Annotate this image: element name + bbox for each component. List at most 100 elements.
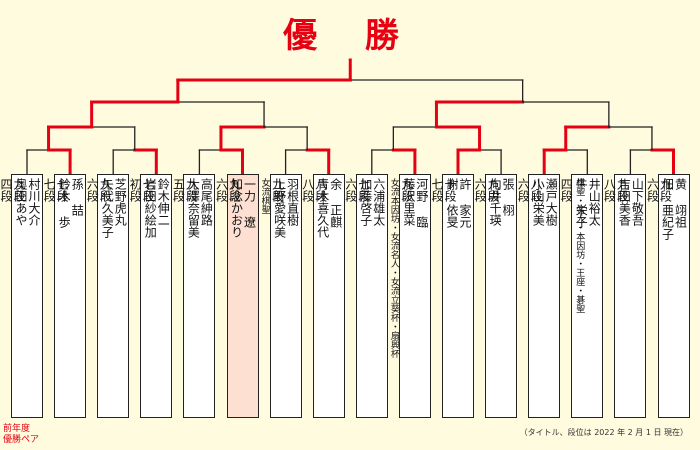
player-title: 女流本因坊・女流名人・女流立葵杯・扇興杯 [388,178,399,358]
player-name: 小山栄美 [531,178,546,226]
player-rank: 九段 [486,178,501,202]
player-rank: 十段 [443,178,457,202]
player-name: 山下敬吾 [630,178,645,226]
previous-winner-label: 前年度 優勝ペア [3,424,63,446]
player-left: 藤沢里菜女流本因坊・女流名人・女流立葵杯・扇興杯 [389,178,416,416]
player-right: 張 栩九段 [486,178,516,358]
player-rank: 六段 [343,178,358,202]
pair-box-12: 張 栩九段向井千瑛六段 [473,174,518,418]
player-name: 藤沢里菜 [401,178,416,226]
player-right: 瀬戸大樹八段 [529,178,559,358]
player-left: 小山栄美六段 [516,178,546,358]
pair-box-8: 余 正麒八段青木喜久代八段 [301,174,345,418]
player-rank: 四段 [559,178,574,202]
player-name: 高尾紳路 [199,178,214,226]
player-rank: 九段 [184,178,199,202]
player-name: 上野愛咲美 [272,178,287,238]
player-name: 加藤啓子 [358,178,373,226]
player-name: 六浦雄太 [371,178,386,226]
player-rank: 六段 [473,178,488,202]
player-right: 許 家元十段 [443,178,472,358]
player-left: 向井千瑛六段 [473,178,503,358]
player-left: 奥田あや四段 [0,178,28,358]
player-name: 孫 喆 [70,178,85,216]
player-name: 青木喜久代 [315,178,330,238]
player-name: 牛 栄子 [574,178,589,228]
player-rank: 八段 [602,178,617,202]
previous-winner-label-line2: 優勝ペア [3,435,40,445]
player-rank: 九段 [658,178,673,202]
player-rank: 九段 [227,178,242,202]
player-left: 牛 栄子四段 [559,178,589,358]
player-left: 青木喜久代八段 [301,178,330,358]
player-rank: 七段 [141,178,156,202]
player-rank: 七段 [430,178,444,202]
player-right: 村川大介九段 [12,178,41,358]
player-rank: 初段 [128,178,143,202]
player-rank: 六段 [85,178,100,202]
player-left: 鈴木 歩七段 [42,178,72,358]
player-right: 高尾紳路九段 [184,178,214,358]
pair-box-5: 高尾紳路九段大澤奈留美五段 [171,174,216,418]
previous-winner-label-line1: 前年度 [3,424,31,434]
player-right: 河野 臨九段 [400,178,429,358]
player-right: 鈴木伸二七段 [141,178,171,358]
pair-box-2: 孫 喆七段鈴木 歩七段 [42,174,87,418]
player-title: 棋聖・名人・本因坊・王座・碁聖 [574,178,585,313]
player-left: 上野愛咲美女流棋聖 [260,178,287,416]
player-rank: 八段 [529,178,544,202]
player-left: 謝 依旻七段 [430,178,459,358]
player-name: 向井千瑛 [488,178,503,226]
player-rank: 九段 [399,178,414,202]
player-name: 井山裕太 [587,178,602,226]
player-right: 井山裕太棋聖・名人・本因坊・王座・碁聖 [574,178,602,416]
player-rank: 八段 [313,178,328,202]
player-right: 一力 遼九段 [228,178,257,358]
player-name: 謝 依旻 [445,178,459,228]
pair-box-4: 鈴木伸二七段岩田紗絵加初段 [128,174,173,418]
player-name: 河野 臨 [414,178,429,228]
pair-box-16: 黄 翊祖九段佃 亜紀子六段 [646,174,690,418]
player-rank: 九段 [12,178,26,202]
player-rank: 七段 [55,178,70,202]
pair-box-6: 一力 遼九段知念かおり六段 [215,174,259,418]
pair-box-10: 河野 臨九段藤沢里菜女流本因坊・女流名人・女流立葵杯・扇興杯 [389,174,431,418]
player-name: 大澤奈留美 [186,178,201,238]
player-name: 黄 翊祖 [673,178,688,228]
player-title: 女流棋聖 [259,178,270,214]
player-rank: 六段 [645,178,660,202]
player-left: 佃 亜紀子六段 [646,178,675,358]
player-name: 吉田美香 [617,178,632,226]
player-name: 余 正麒 [328,178,343,228]
player-rank: 七段 [356,178,371,202]
player-left: 大澤奈留美五段 [171,178,201,358]
player-left: 矢代久美子六段 [85,178,114,358]
player-rank: 四段 [0,178,13,202]
player-name: 岩田紗絵加 [143,178,158,238]
player-right: 黄 翊祖九段 [659,178,688,358]
player-name: 張 栩 [501,178,516,216]
footnote: （タイトル、段位は 2022 年 2 月 1 日 現在） [519,428,688,437]
player-rank: 九段 [98,178,113,202]
player-name: 鈴木伸二 [156,178,171,226]
pair-box-1: 村川大介九段奥田あや四段 [0,174,43,418]
player-name: 許 家元 [458,178,472,228]
pair-box-14: 井山裕太棋聖・名人・本因坊・王座・碁聖牛 栄子四段 [559,174,604,418]
player-left: 岩田紗絵加初段 [128,178,158,358]
player-name: 瀬戸大樹 [544,178,559,226]
player-rank: 八段 [300,178,315,202]
pair-box-13: 瀬戸大樹八段小山栄美六段 [516,174,561,418]
pair-box-3: 芝野虎丸九段矢代久美子六段 [85,174,130,418]
player-rank: 六段 [516,178,531,202]
pair-box-15: 山下敬吾九段吉田美香八段 [602,174,647,418]
page-title: 優 勝 [283,16,417,56]
player-name: 鈴木 歩 [57,178,72,228]
player-name: 一力 遼 [242,178,257,228]
player-name: 知念かおり [229,178,244,238]
player-rank: 九段 [270,178,285,202]
player-name: 羽根直樹 [285,178,300,226]
player-rank: 九段 [615,178,630,202]
player-right: 山下敬吾九段 [615,178,645,358]
